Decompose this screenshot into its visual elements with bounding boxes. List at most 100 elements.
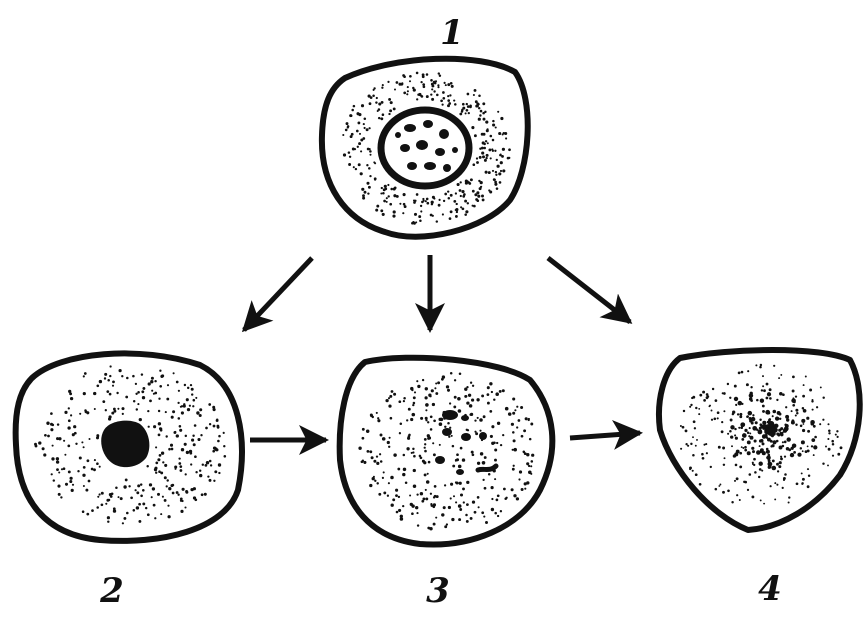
granule <box>69 476 73 480</box>
granule <box>494 180 497 184</box>
granule <box>485 521 488 524</box>
granule <box>406 86 409 89</box>
granule <box>478 94 481 97</box>
granule <box>117 496 120 499</box>
granule <box>416 493 419 496</box>
granule <box>716 411 720 415</box>
granule <box>500 116 504 121</box>
granule <box>381 84 384 87</box>
granule <box>422 199 425 202</box>
granule <box>723 410 726 413</box>
granule <box>136 491 140 495</box>
granule <box>381 86 384 89</box>
granule <box>795 408 799 412</box>
granule <box>437 381 441 385</box>
granule <box>794 414 797 417</box>
granule <box>461 102 465 106</box>
granule <box>218 434 221 438</box>
granule <box>69 479 73 484</box>
granule <box>381 476 384 479</box>
granule <box>134 382 138 386</box>
granule <box>779 417 782 420</box>
granule <box>150 496 153 499</box>
granule <box>425 497 429 501</box>
granule <box>695 406 698 410</box>
granule <box>711 387 715 391</box>
granule <box>512 411 516 415</box>
granule <box>447 197 451 200</box>
granule <box>449 81 453 85</box>
cell-1-cytoplasm-granules <box>342 71 511 225</box>
granule <box>684 429 688 433</box>
granule <box>447 190 450 193</box>
granule <box>465 108 469 112</box>
granule <box>483 515 486 518</box>
granule <box>485 129 489 133</box>
granule <box>768 418 772 421</box>
granule <box>186 386 190 390</box>
granule <box>369 96 373 99</box>
granule <box>381 437 386 441</box>
granule <box>388 404 392 408</box>
granule <box>157 409 161 413</box>
granule <box>811 408 814 411</box>
granule <box>762 424 767 429</box>
granule <box>164 463 168 467</box>
granule <box>164 411 167 414</box>
granule <box>438 198 441 201</box>
granule <box>420 210 423 213</box>
granule <box>397 467 401 471</box>
granule <box>418 215 422 219</box>
granule <box>415 193 419 196</box>
granule <box>501 154 504 158</box>
granule <box>217 463 222 467</box>
granule <box>479 418 483 422</box>
granule <box>393 194 397 198</box>
granule <box>459 493 464 497</box>
granule <box>739 451 743 455</box>
granule <box>722 446 726 450</box>
granule <box>432 496 436 499</box>
granule <box>762 420 767 425</box>
granule <box>380 101 384 104</box>
granule <box>410 451 413 454</box>
granule <box>807 474 811 477</box>
granule <box>207 475 210 478</box>
granule <box>350 132 354 136</box>
granule <box>767 459 771 463</box>
granule <box>465 513 468 517</box>
granule <box>208 459 212 463</box>
granule <box>406 447 410 451</box>
granule <box>424 387 428 391</box>
granule <box>736 494 739 497</box>
granule <box>691 469 694 472</box>
granule <box>495 187 499 190</box>
granule <box>516 426 519 429</box>
granule <box>710 409 713 412</box>
granule <box>377 108 381 111</box>
granule <box>454 208 457 212</box>
granule <box>132 509 136 512</box>
granule <box>377 417 380 420</box>
granule <box>395 81 399 84</box>
granule <box>191 438 195 442</box>
granule <box>479 181 483 185</box>
granule <box>502 433 505 437</box>
granule <box>112 507 116 511</box>
granule <box>383 199 386 203</box>
granule <box>453 405 457 409</box>
granule <box>140 494 143 498</box>
granule <box>804 450 808 453</box>
granule <box>378 102 382 106</box>
granule <box>768 432 773 436</box>
granule <box>498 389 502 393</box>
granule <box>787 501 790 504</box>
granule <box>47 434 50 438</box>
granule <box>147 409 150 413</box>
granule <box>70 488 74 492</box>
granule <box>735 477 739 481</box>
granule <box>369 483 373 488</box>
granule <box>425 95 429 99</box>
granule <box>740 370 744 374</box>
granule <box>692 453 695 457</box>
